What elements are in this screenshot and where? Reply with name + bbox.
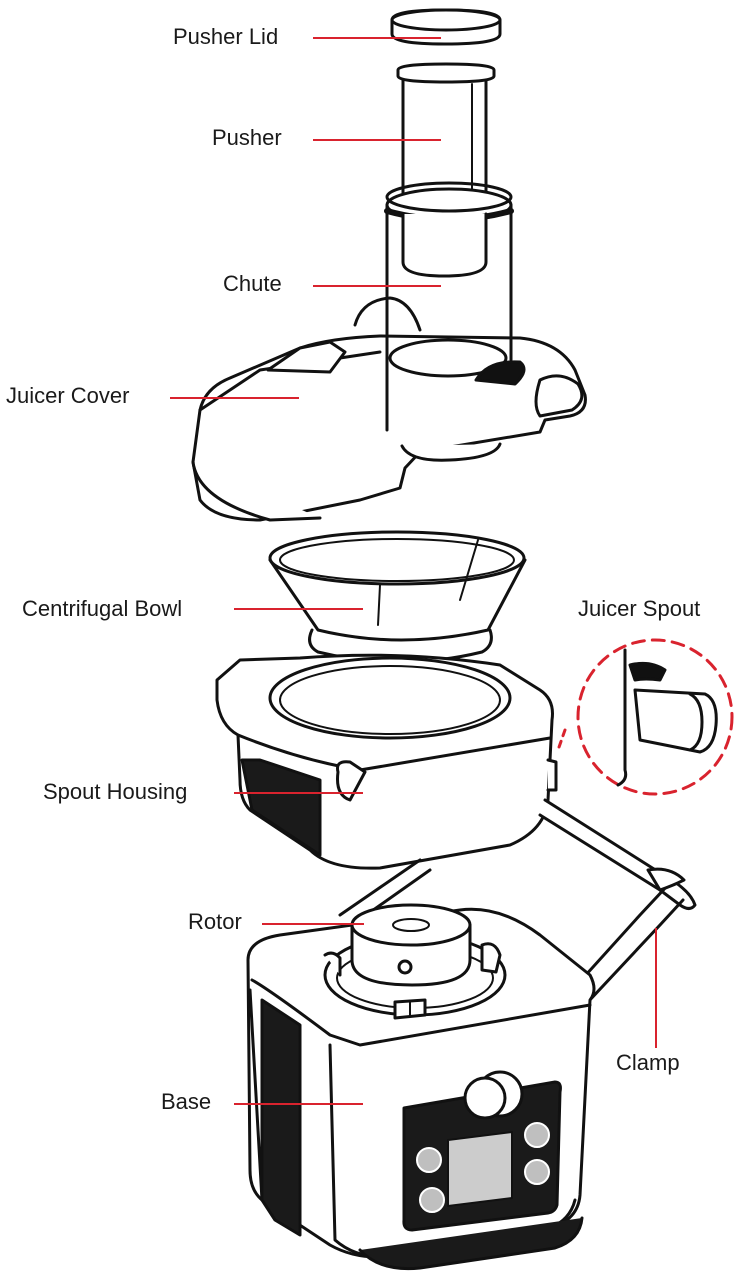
label-pusher: Pusher [212,125,282,150]
label-juicer-cover: Juicer Cover [6,383,130,408]
chute-leader [313,285,441,287]
label-spout-housing: Spout Housing [43,779,188,804]
pusher-lid-leader [313,37,441,39]
centrifugal-bowl-leader [234,608,363,610]
label-centrifugal-bowl: Centrifugal Bowl [22,596,183,621]
spout-housing-part [215,653,558,870]
clamp-leader [655,928,657,1048]
rotor-leader [262,923,364,925]
label-base: Base [161,1089,212,1114]
pusher-lid-part [390,8,502,46]
pusher-leader [313,139,441,141]
chute-part [384,181,526,432]
spout-housing-leader [234,792,363,794]
label-clamp: Clamp [616,1050,680,1075]
juicer-cover-leader [170,397,299,399]
base-leader [234,1103,363,1105]
juicer-spout-part [556,638,734,796]
juicer-cover-part [191,296,587,522]
label-pusher-lid: Pusher Lid [173,24,279,49]
rotor-part [350,903,472,987]
label-juicer-spout: Juicer Spout [578,596,701,621]
label-rotor: Rotor [188,909,242,934]
label-chute: Chute [223,271,282,296]
